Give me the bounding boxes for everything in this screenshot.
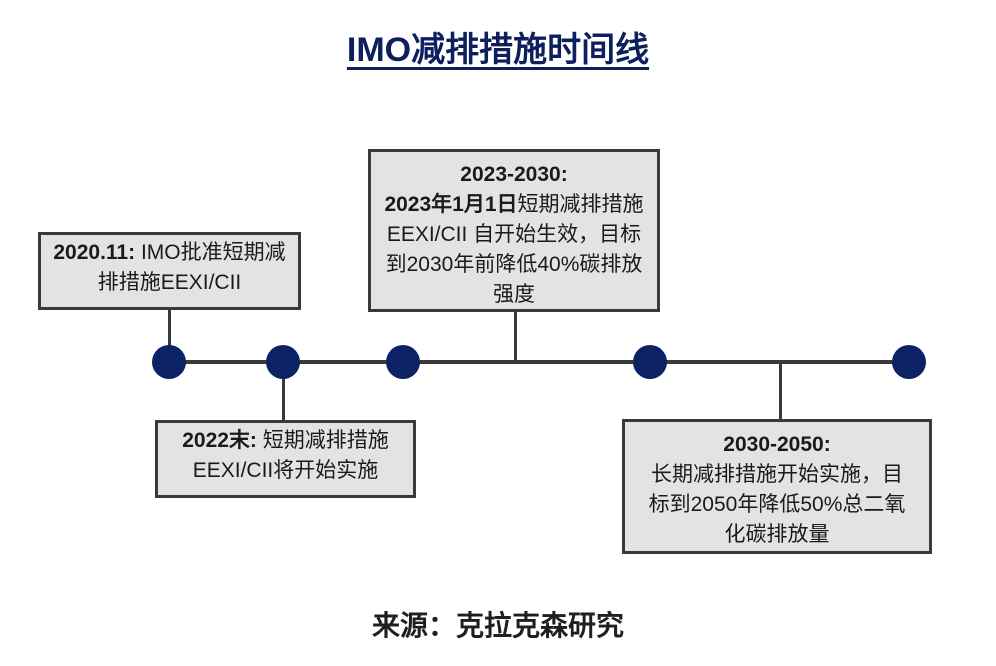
diagram-title-wrap: IMO减排措施时间线 [0,22,996,71]
event-text: 短期减排措施EEXI/CII将开始实施 [192,429,389,482]
event-label: 2020.11: [53,241,136,264]
timeline-dot [633,345,667,379]
timeline-dot [892,345,926,379]
event-box-2030: 2030-2050: 长期减排措施开始实施，目标到2050年降低50%总二氧化碳… [622,419,932,554]
connector-2030 [779,362,782,420]
timeline-dot [266,345,300,379]
event-box-2022: 2022末: 短期减排措施EEXI/CII将开始实施 [155,420,416,498]
connector-2022 [282,362,285,422]
connector-2023 [514,310,517,362]
source-note: 来源：克拉克森研究 [371,610,624,641]
event-text: IMO批准短期减排措施EEXI/CII [97,241,286,294]
event-label: 2030-2050: [723,433,831,456]
event-label: 2022末: [182,429,257,452]
timeline-dot [386,345,420,379]
event-text: 短期减排措施 EEXI/CII 自开始生效，目标到2030年前降低40%碳排放强… [385,193,644,306]
event-box-2023: 2023-2030: 2023年1月1日短期减排措施 EEXI/CII 自开始生… [368,149,660,312]
event-box-2020: 2020.11: IMO批准短期减排措施EEXI/CII [38,232,301,310]
timeline-dot [152,345,186,379]
event-sublabel: 2023年1月1日 [384,193,518,216]
connector-2020 [168,308,171,362]
event-text: 长期减排措施开始实施，目标到2050年降低50%总二氧化碳排放量 [648,463,906,546]
timeline-axis [168,360,910,364]
event-label: 2023-2030: [460,163,568,186]
diagram-title: IMO减排措施时间线 [346,31,650,69]
